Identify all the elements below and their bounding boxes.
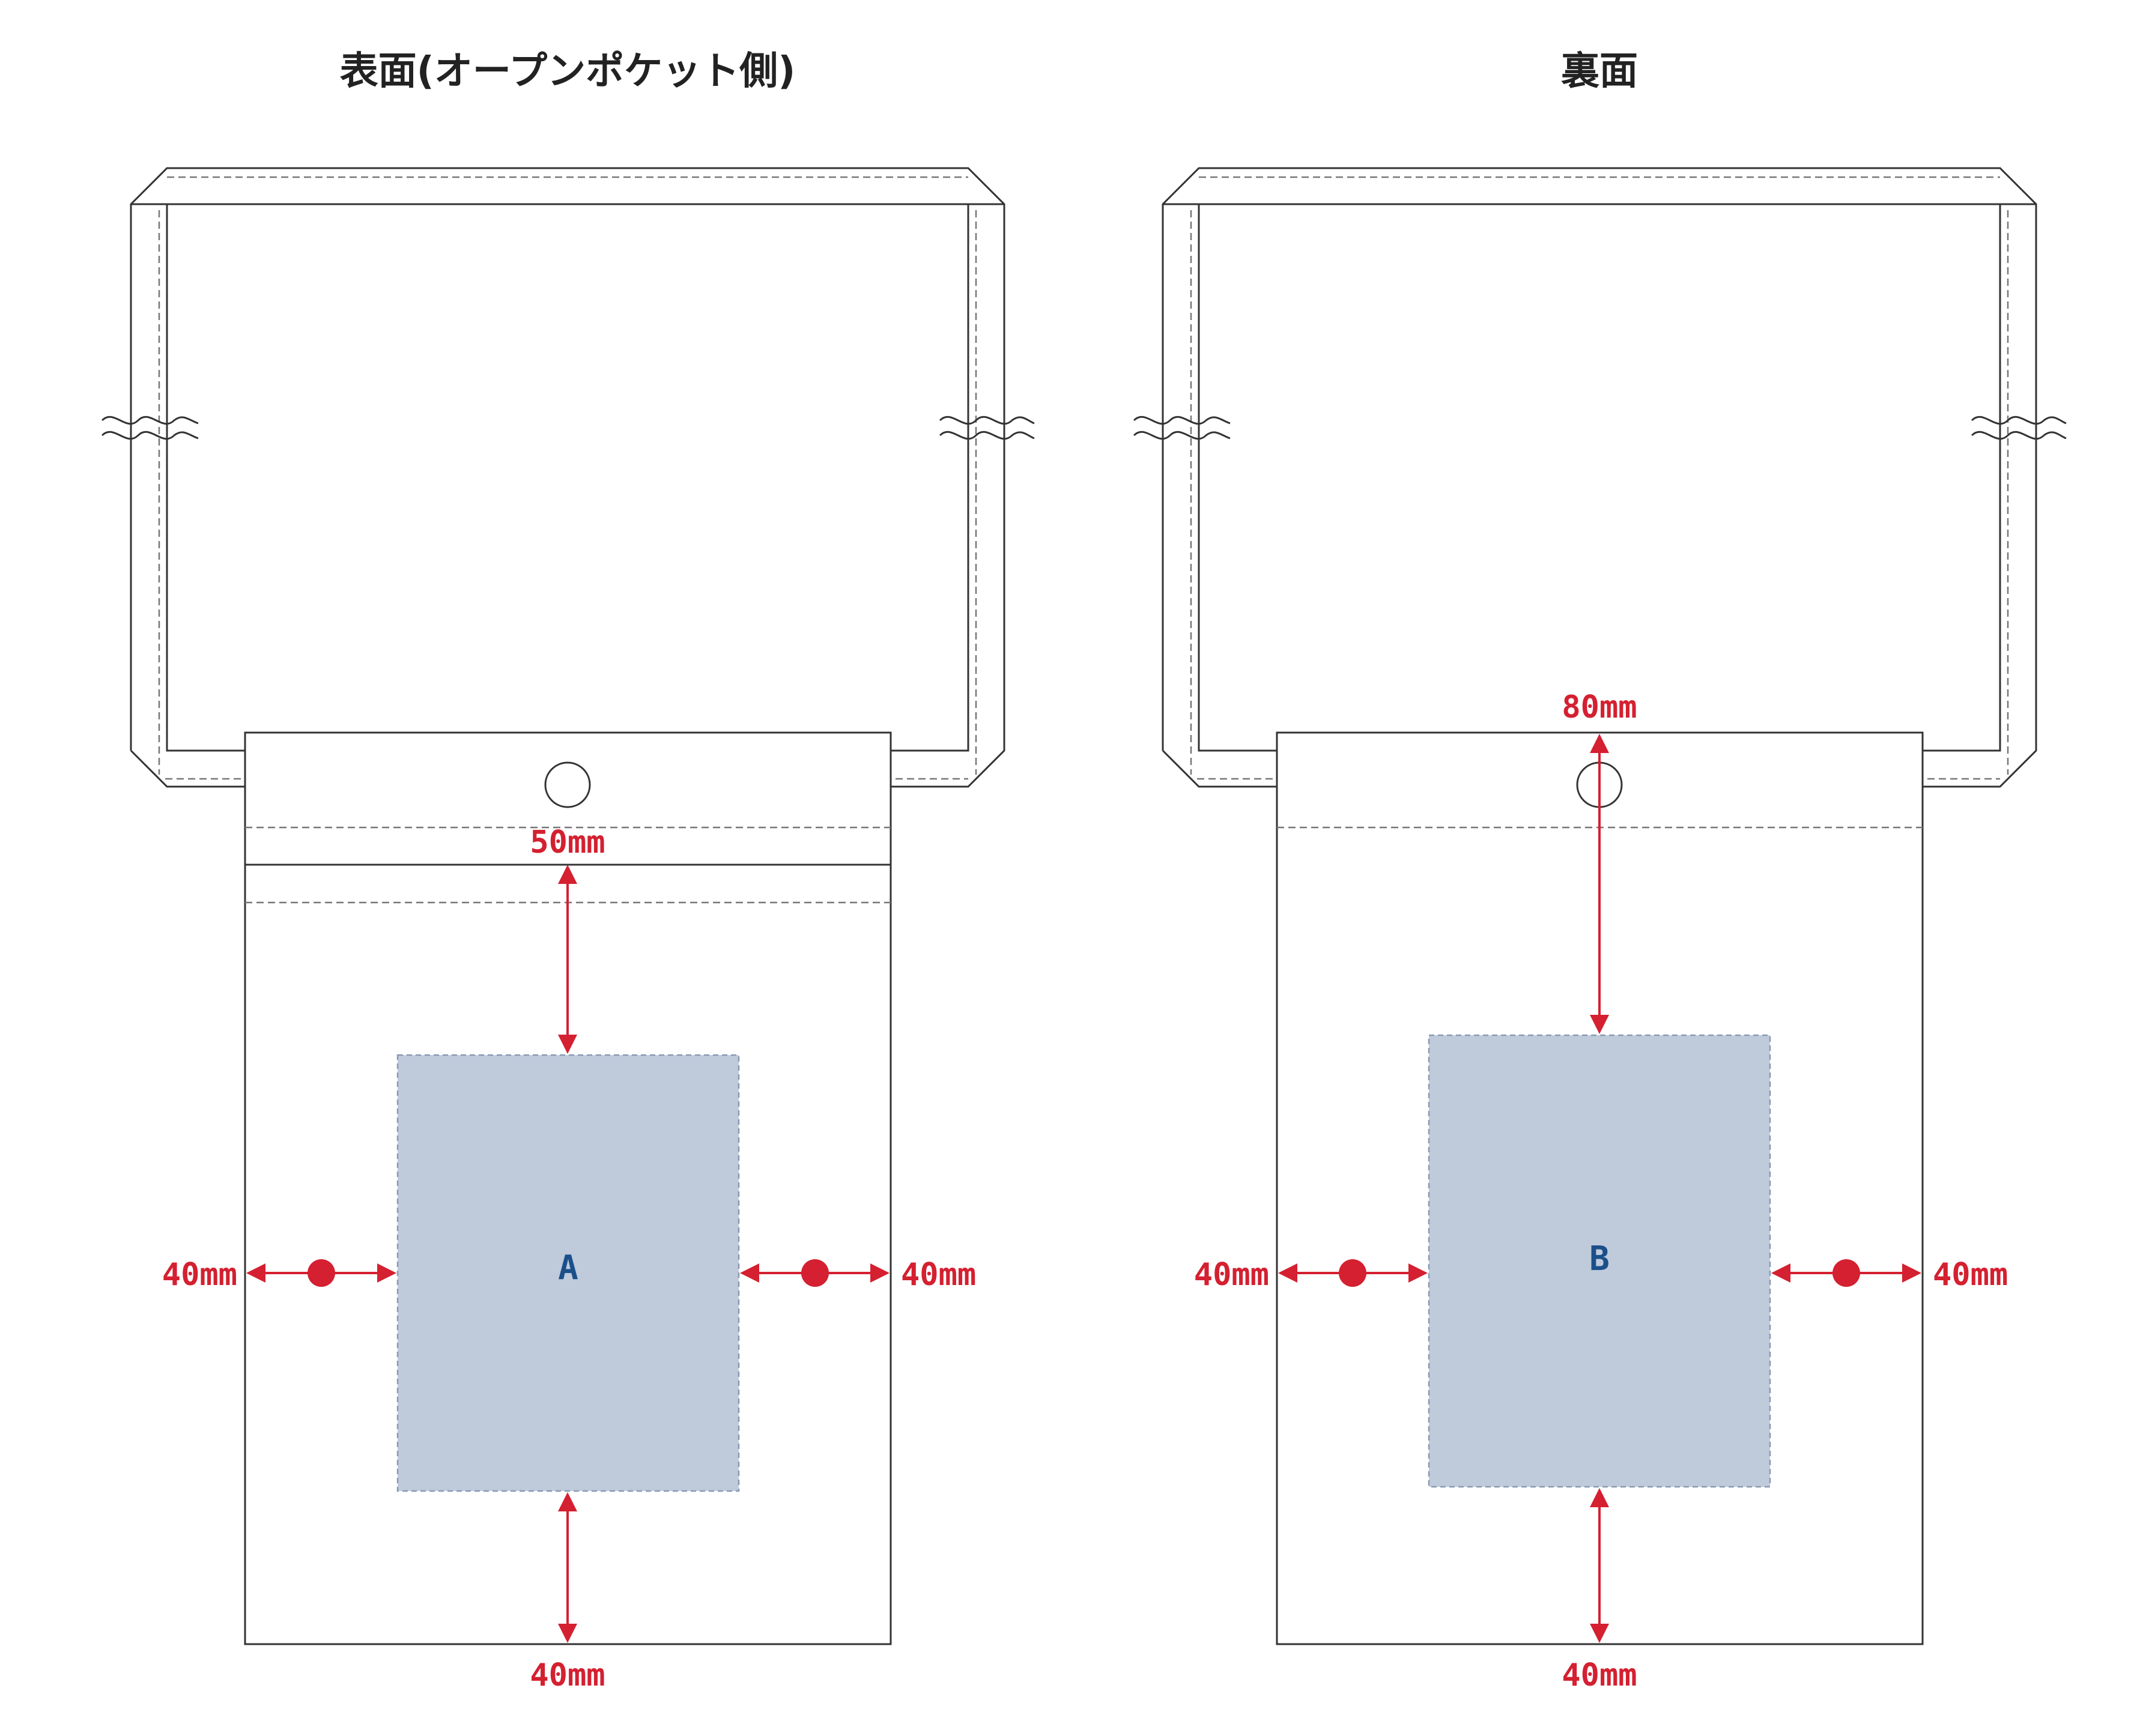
back-dimension-bottom: 40mm [1562,1488,1637,1693]
front-cord-hole [544,761,591,808]
back-strap-cut-right [1971,416,2067,425]
back-right-marker-dot [1832,1259,1860,1287]
front-dim-top-label: 50mm [530,824,605,860]
print-area-a [396,1054,740,1492]
back-dimension-top: 80mm [1562,689,1637,1034]
front-view: 表面(オープンポケット側) A 50mm [101,49,1035,1693]
print-area-b-label: B [1589,1239,1610,1278]
front-strap-cut-right [939,416,1035,425]
back-dimension-right: 40mm [1771,1257,2008,1293]
front-dim-bottom-label: 40mm [530,1657,605,1693]
front-strap [101,167,1035,788]
back-dim-bottom-label: 40mm [1562,1657,1637,1693]
back-dim-top-label: 80mm [1562,689,1637,725]
back-left-marker-dot [1339,1259,1366,1287]
back-view: 裏面 B 80mm 40mm [1133,49,2067,1693]
print-area-a-label: A [558,1248,578,1287]
back-title: 裏面 [1561,49,1638,94]
back-dim-left-label: 40mm [1194,1257,1269,1293]
back-strap-cut-left [1133,416,1231,425]
front-dimension-bottom: 40mm [530,1492,605,1693]
front-dimension-right: 40mm [740,1257,976,1293]
front-dimension-left: 40mm [162,1257,396,1293]
front-dimension-top: 50mm [530,824,605,1054]
front-dim-right-label: 40mm [901,1257,976,1293]
front-left-marker-dot [308,1259,335,1287]
print-area-b [1428,1034,1771,1488]
back-dim-right-label: 40mm [1933,1257,2008,1293]
front-dim-left-label: 40mm [162,1257,237,1293]
front-strap-cut-left [101,416,199,425]
front-title: 表面(オープンポケット側) [340,49,796,94]
back-dimension-left: 40mm [1194,1257,1428,1293]
front-right-marker-dot [801,1259,829,1287]
